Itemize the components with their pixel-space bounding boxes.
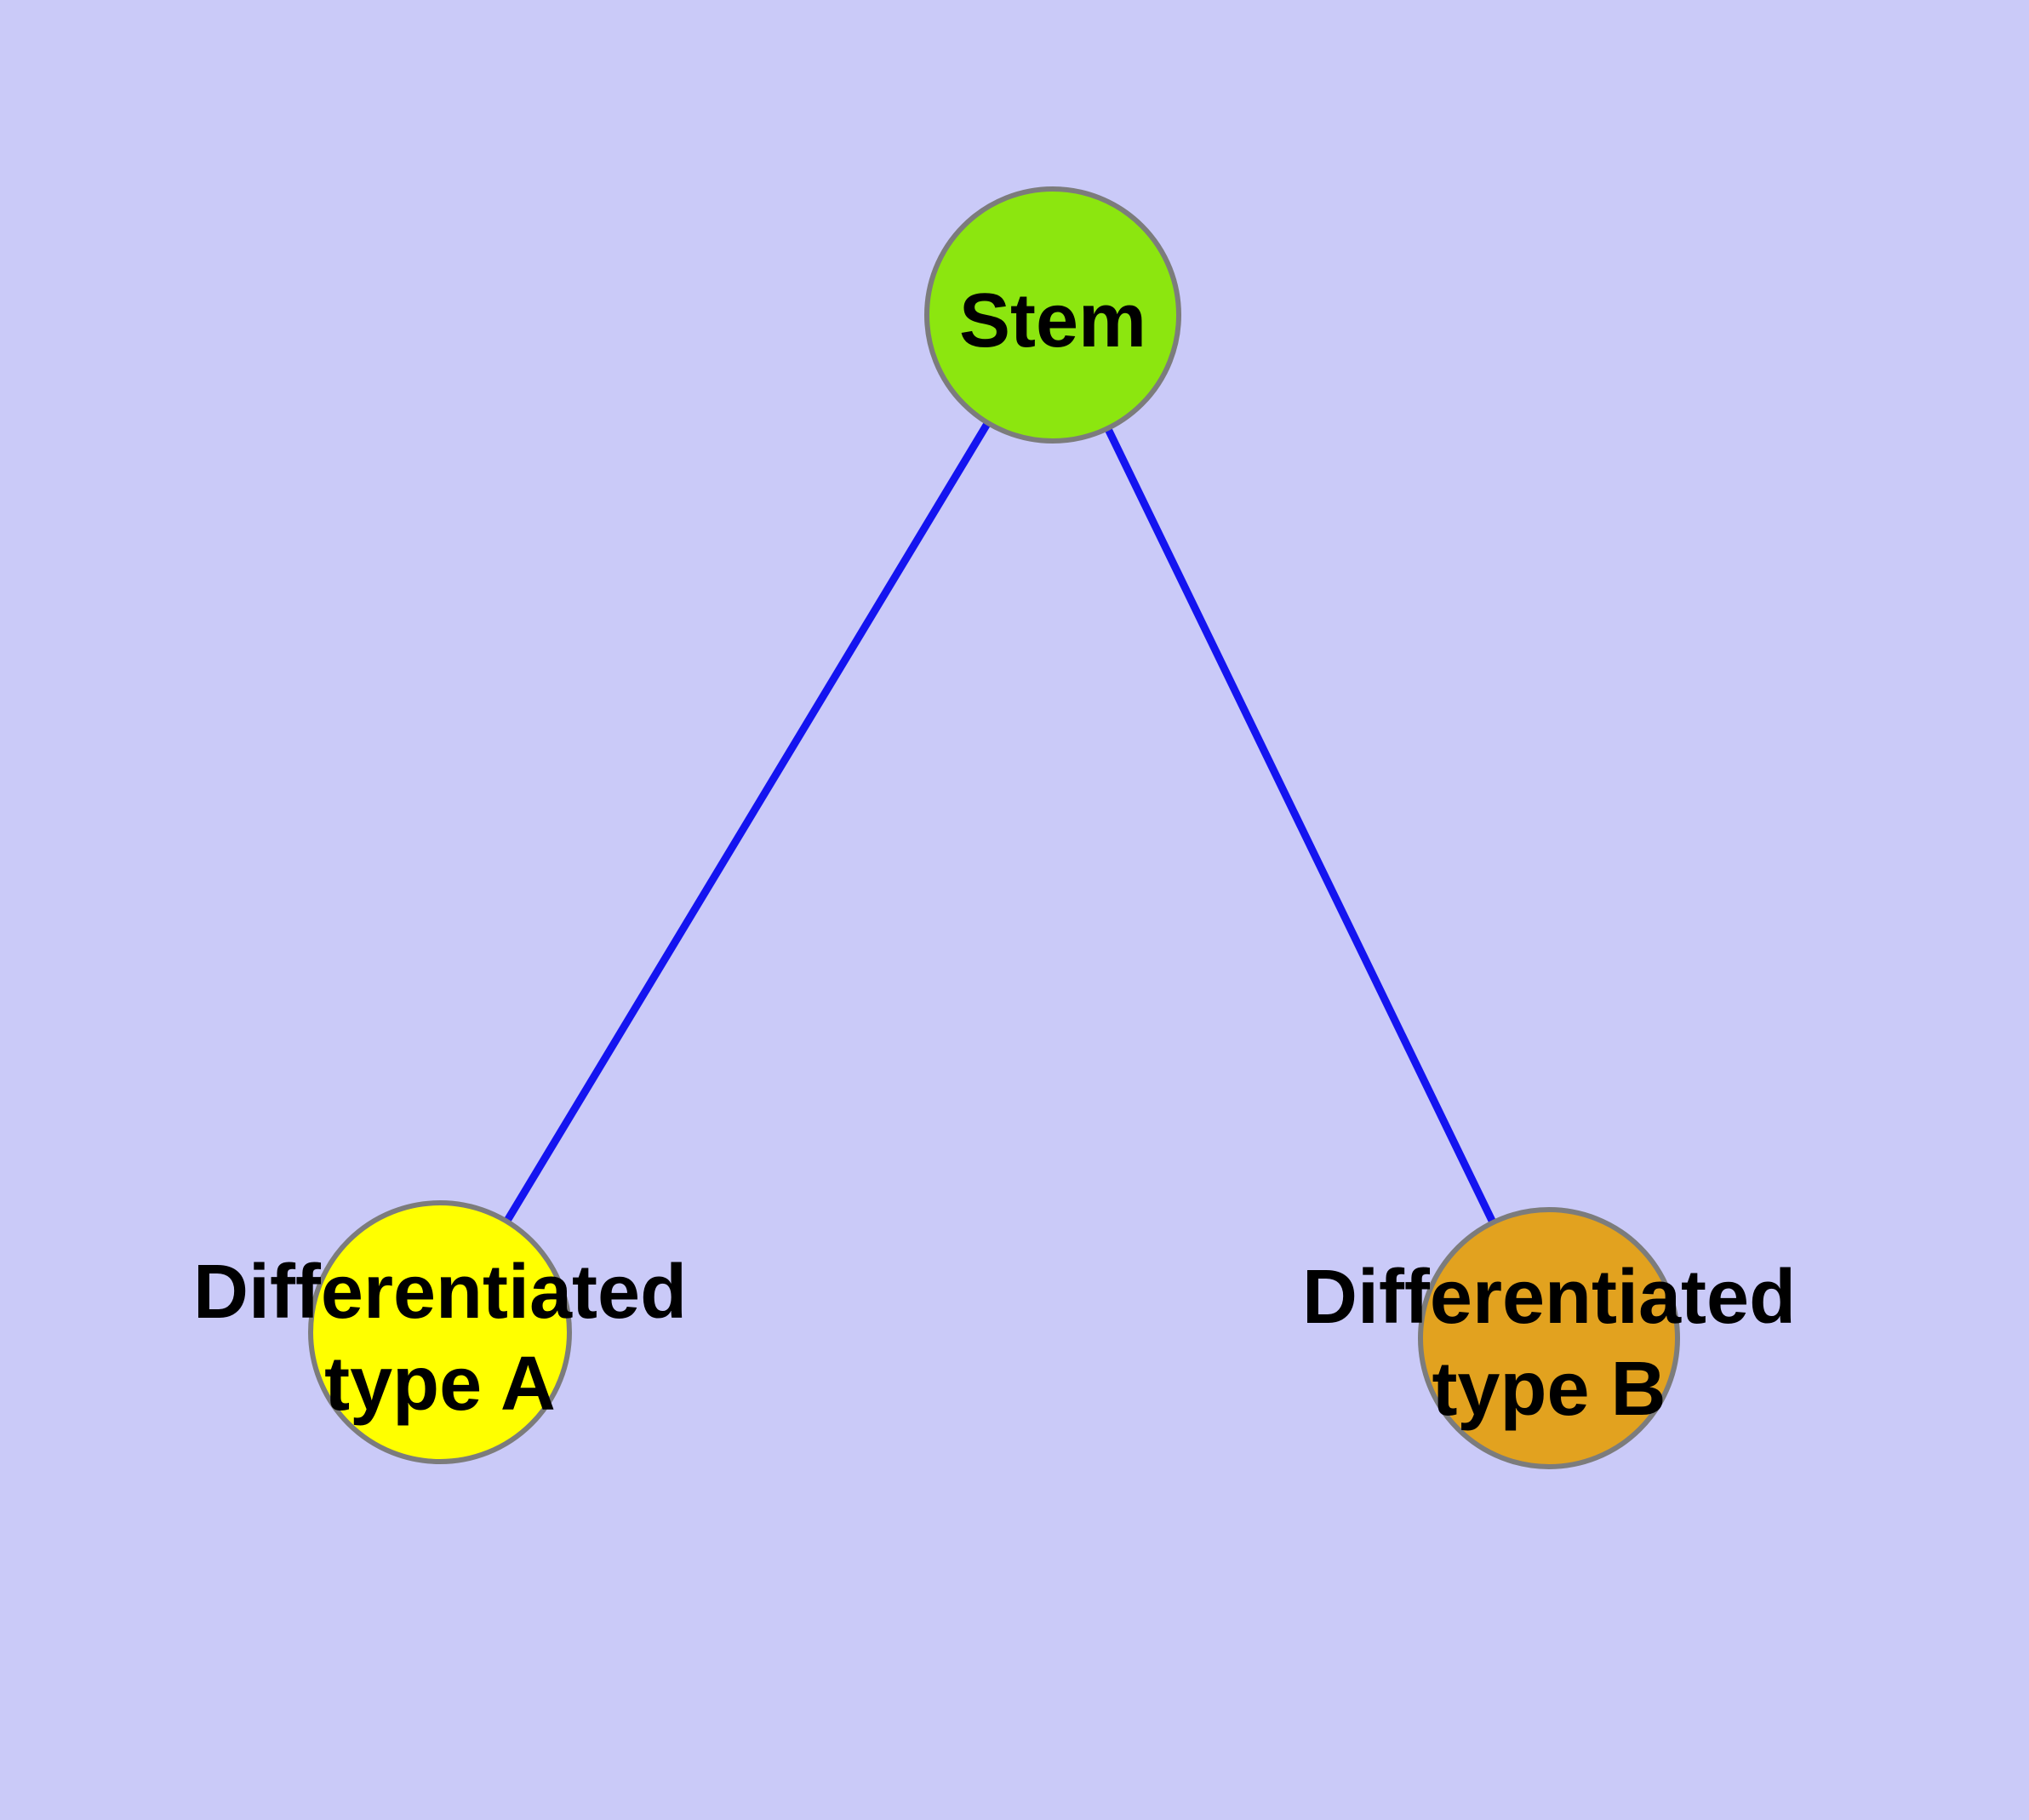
node-type-b-circle <box>1418 1207 1680 1469</box>
node-type-a-circle <box>308 1200 572 1464</box>
edge-stem-to-type-a <box>437 312 1056 1335</box>
node-stem-circle <box>924 186 1181 444</box>
edge-stem-to-type-b <box>1049 313 1553 1340</box>
